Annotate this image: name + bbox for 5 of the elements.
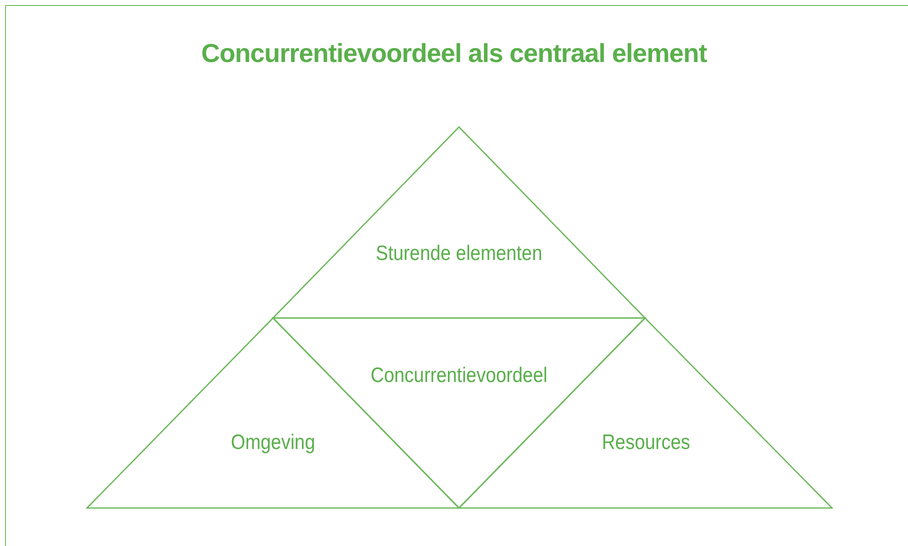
- segment-label: Resources: [602, 431, 690, 455]
- segment-label: Concurrentievoordeel: [370, 364, 548, 388]
- segment-label: Sturende elementen: [376, 242, 542, 266]
- segment-label: Omgeving: [230, 431, 316, 455]
- diagram-title: Concurrentievoordeel als centraal element: [200, 38, 708, 69]
